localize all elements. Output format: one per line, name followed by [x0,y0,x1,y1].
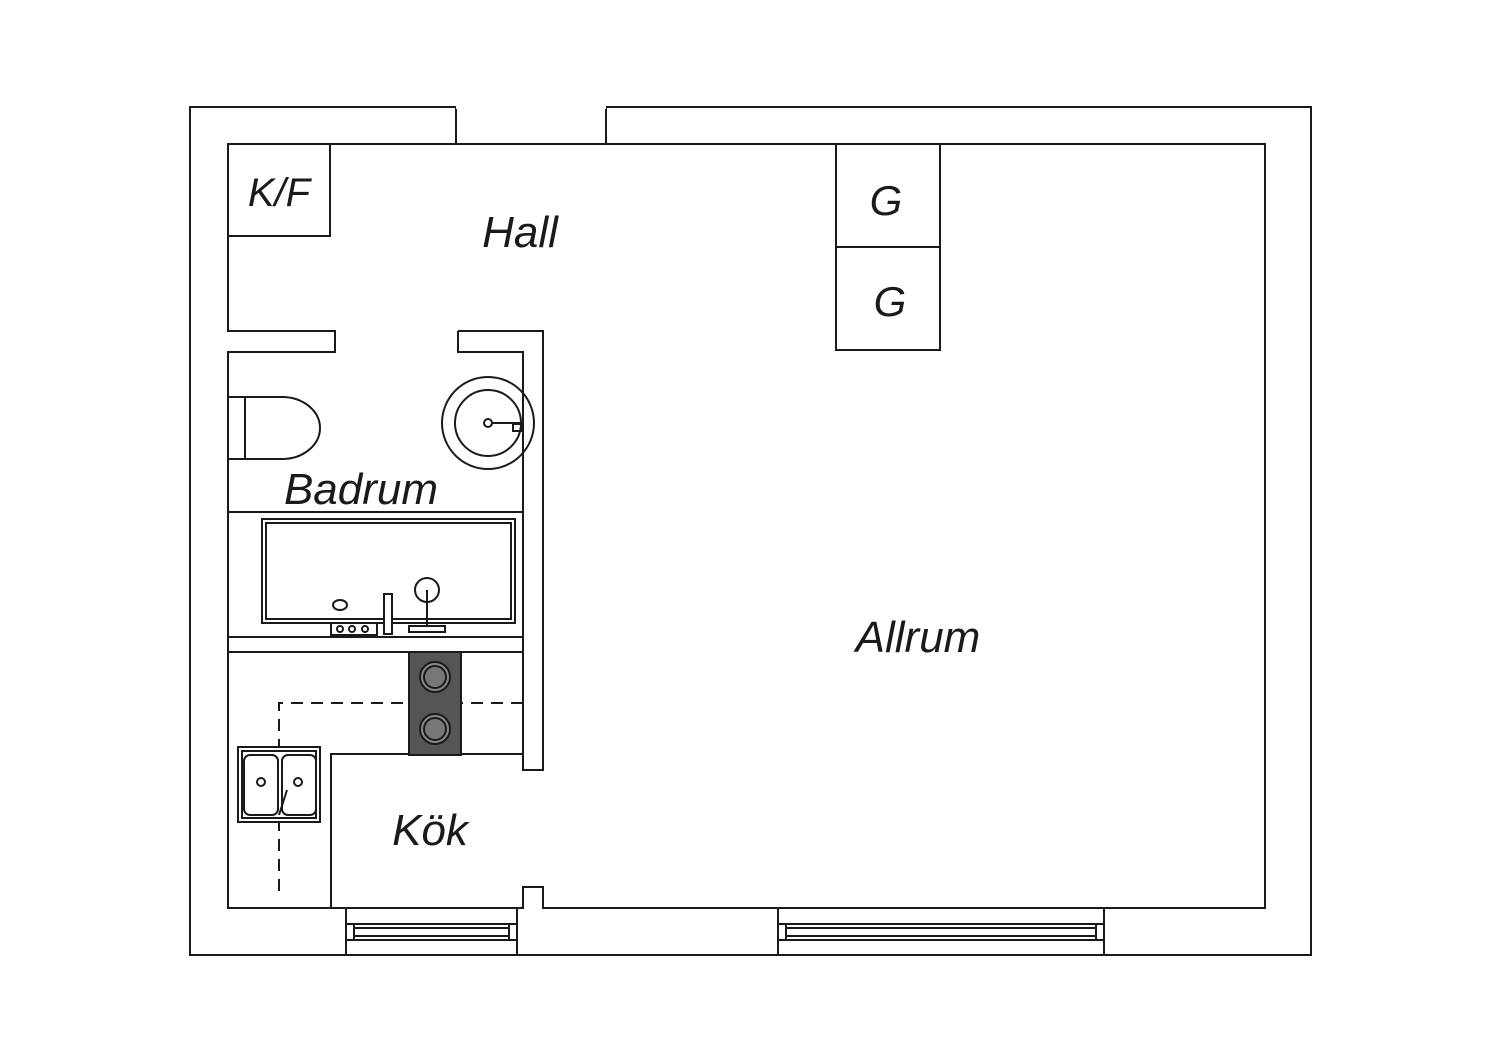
kitchen-window [345,907,518,956]
bathtub-drain-icon [332,599,348,611]
bathtub-faucet-icon [383,593,393,635]
allrum-label: Allrum [853,613,981,662]
kok-label: Kök [392,806,470,855]
kf-closet-label: K/F [248,171,313,215]
outer-wall [189,106,1312,956]
wardrobe-1-label: G [870,177,903,224]
bathroom-partition-wall [457,330,544,771]
living-room-window [777,907,1105,956]
kf-closet [227,143,331,237]
badrum-label: Badrum [284,465,438,514]
toilet-icon [228,396,321,460]
wardrobe-2 [835,246,941,351]
bathroom-sink-icon [441,376,535,470]
hall-label: Hall [482,208,559,257]
wardrobe-2-label: G [874,278,907,325]
